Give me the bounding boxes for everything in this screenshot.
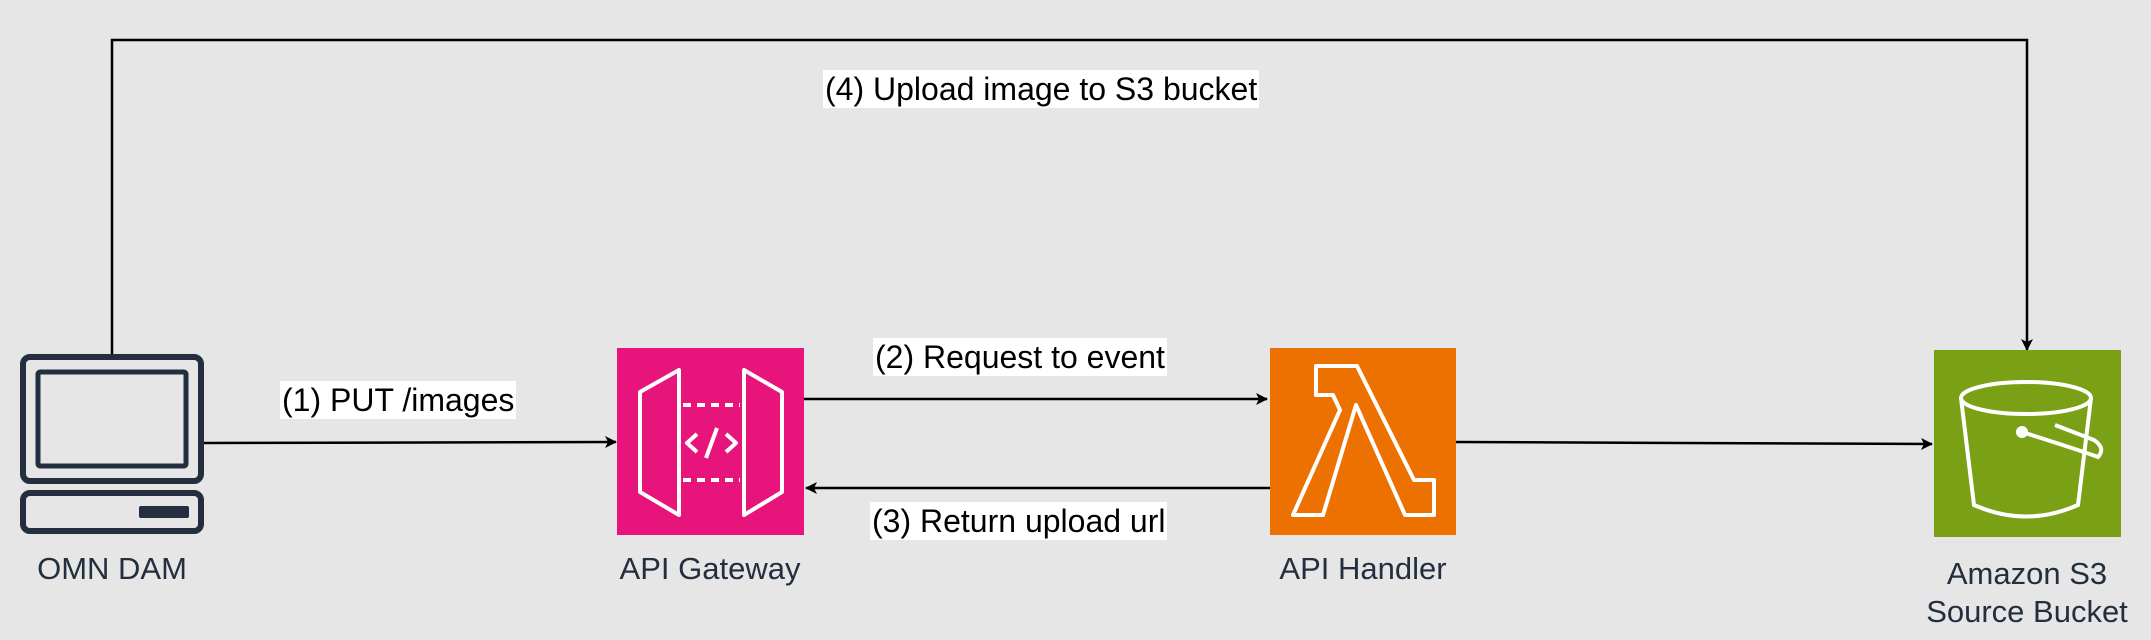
- omn-dam-label: OMN DAM: [37, 551, 187, 586]
- edge-label-return-url: (3) Return upload url: [870, 502, 1168, 540]
- edge-label-upload-s3: (4) Upload image to S3 bucket: [823, 70, 1260, 108]
- s3-bucket-icon[interactable]: [1934, 350, 2121, 537]
- desktop-computer-icon[interactable]: [20, 354, 204, 534]
- edge-handler-to-s3: [1454, 437, 1933, 450]
- api-handler-label: API Handler: [1279, 551, 1447, 586]
- api-gateway-label: API Gateway: [619, 551, 801, 586]
- s3-bucket-label-line2: Source Bucket: [1926, 594, 2128, 629]
- lambda-icon[interactable]: [1270, 348, 1456, 535]
- edge-label-request-event: (2) Request to event: [873, 338, 1167, 376]
- edge-upload-s3: [110, 38, 2033, 355]
- edge-label-put-images: (1) PUT /images: [280, 381, 517, 419]
- edge-put-images: [201, 436, 617, 449]
- api-gateway-icon[interactable]: [617, 348, 804, 535]
- s3-bucket-label-line1: Amazon S3: [1946, 556, 2108, 591]
